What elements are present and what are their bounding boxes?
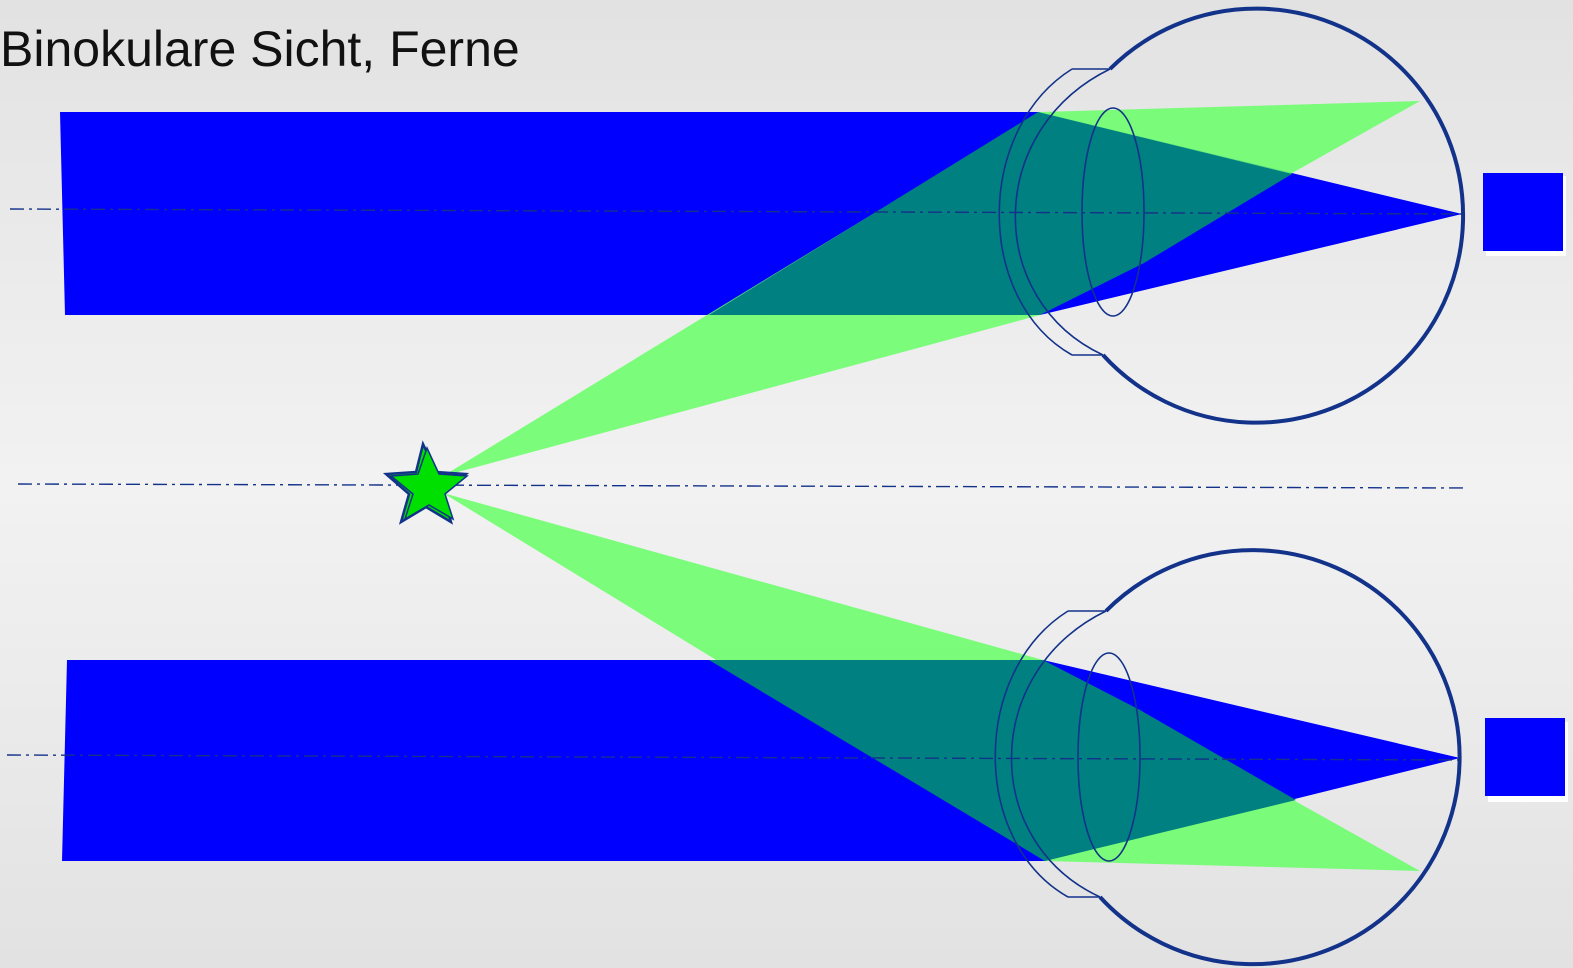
lower-retina-image [1485,718,1565,796]
upper-eyeball [1101,6,1466,425]
lower-lens [1077,652,1141,862]
central-axis [17,483,1469,489]
lower-beam-overlap [709,660,1296,861]
lower-cornea-inner [1010,610,1107,898]
upper-cornea [998,68,1073,356]
lower-cornea [994,610,1069,898]
lower-eye-group [6,493,1568,967]
upper-eye-group [9,6,1566,476]
upper-retina-image [1483,173,1563,251]
slide-title: Binokulare Sicht, Ferne [0,21,520,77]
upper-cornea-inner [1014,68,1111,356]
star-icon [382,440,470,525]
lower-eyeball [1098,548,1462,967]
upper-beam-overlap [709,112,1292,315]
